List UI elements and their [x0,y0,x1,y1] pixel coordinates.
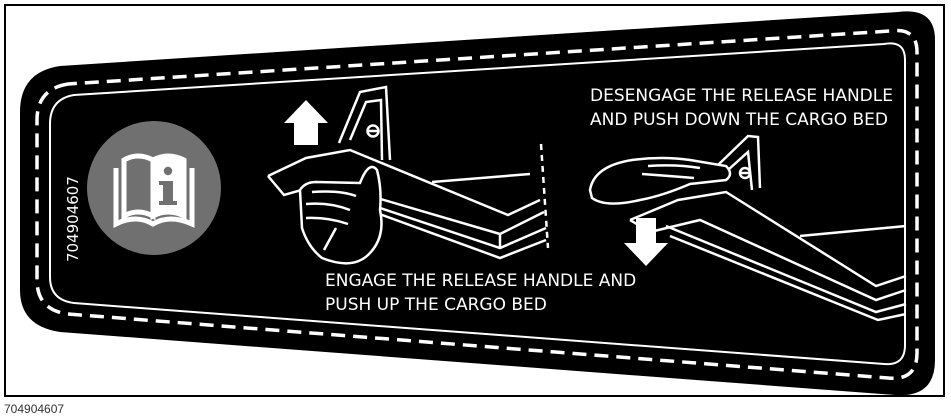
decal-dashed-border [35,28,919,381]
instruction-top-line2: AND PUSH DOWN THE CARGO BED [590,110,888,130]
instruction-bottom-line1: ENGAGE THE RELEASE HANDLE AND [325,271,636,291]
part-number-vertical: 704904607 [64,176,82,262]
footer-part-number: 704904607 [4,402,65,416]
hand-right-icon [588,156,732,205]
arrow-up-icon [284,100,328,145]
decal-inner-border [49,42,906,366]
arrow-down-icon [624,218,668,266]
instruction-top-line1: DESENGAGE THE RELEASE HANDLE [590,86,893,106]
hand-left-icon [298,165,383,265]
instruction-bottom-line2: PUSH UP THE CARGO BED [325,295,547,315]
read-manual-icon [87,121,221,255]
